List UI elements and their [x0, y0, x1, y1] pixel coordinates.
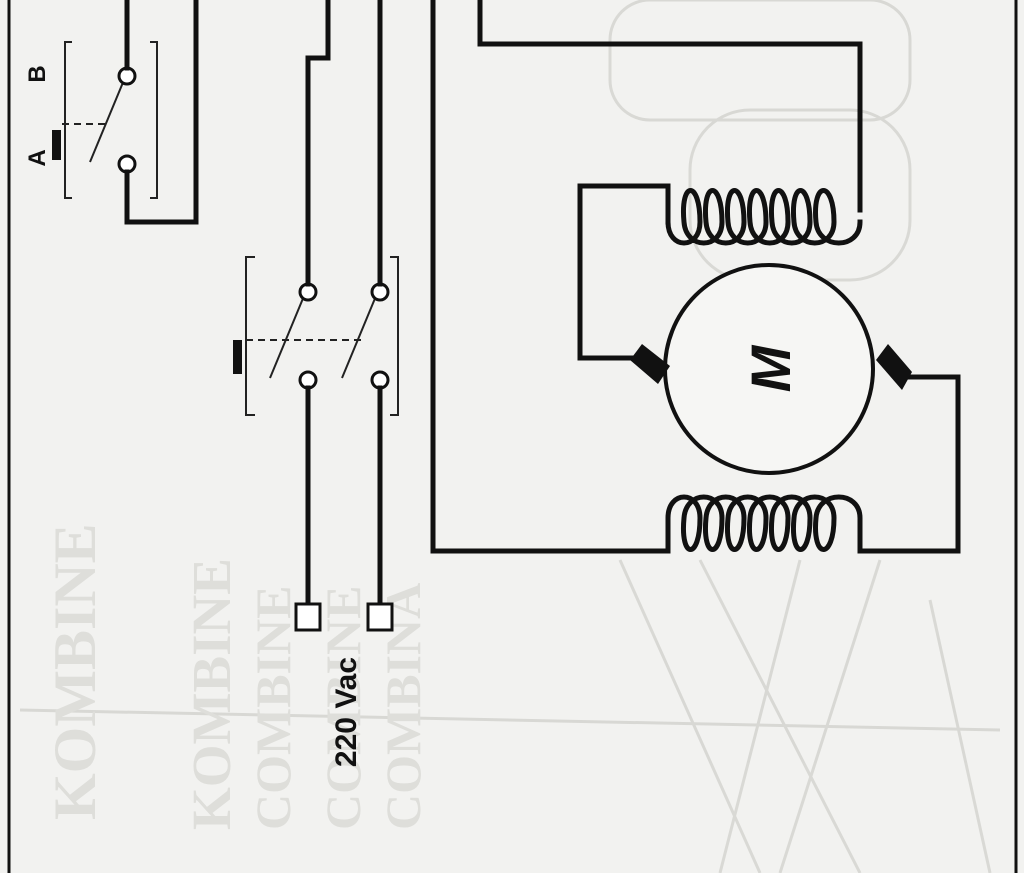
selector-switch-ab: A B [24, 0, 199, 225]
supply-voltage-label: 220 Vac [330, 657, 363, 767]
wire-line-1 [305, 0, 331, 287]
switch-ab-housing [64, 41, 158, 199]
main-power-switch [233, 256, 399, 416]
field-coil-upper [577, 183, 863, 361]
switch-ab-lever [52, 130, 61, 160]
switch-label-a: A [24, 149, 51, 166]
switch-label-b: B [24, 65, 51, 82]
svg-text:COMBINE: COMBINE [315, 586, 371, 830]
svg-text:COMBINE: COMBINE [245, 586, 301, 830]
supply-terminal-2 [366, 602, 394, 632]
motor-brush-right [876, 344, 912, 390]
main-switch-lever [233, 340, 242, 374]
motor-label: M [739, 344, 802, 392]
wire-motor-outer [430, 0, 671, 554]
main-switch-housing [245, 256, 399, 416]
svg-text:KOMBINE: KOMBINE [181, 558, 242, 830]
bleed-through-background: KOMBINE KOMBINE COMBINE COMBINE COMBINA [19, 0, 1001, 873]
supply-terminal-1 [294, 602, 322, 632]
svg-text:KOMBINE: KOMBINE [42, 523, 108, 820]
motor: M [630, 263, 912, 475]
field-coil-lower [665, 374, 961, 554]
wire-motor-top [477, 0, 863, 213]
motor-brush-left [630, 344, 670, 384]
